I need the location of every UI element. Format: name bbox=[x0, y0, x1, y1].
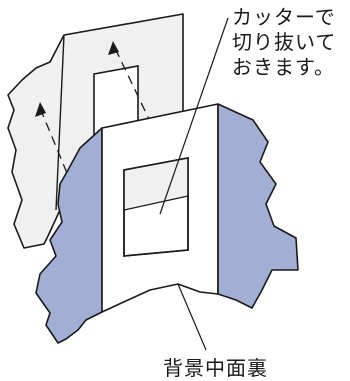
side-panel-right bbox=[217, 103, 299, 309]
arrow-left-head bbox=[35, 102, 46, 117]
front-window-outline bbox=[123, 157, 189, 257]
back-panel bbox=[7, 13, 184, 249]
front-window-inner-divider bbox=[123, 195, 189, 211]
papercraft-diagram bbox=[7, 13, 299, 351]
arrow-right-head bbox=[108, 41, 119, 55]
bottom-callout: 背景中面裏 bbox=[163, 356, 268, 380]
cutter-leader-line bbox=[159, 17, 229, 215]
cutter-callout-line2: 切り抜いて bbox=[232, 30, 337, 54]
cutter-callout: カッターで 切り抜いて おきます。 bbox=[232, 5, 336, 80]
back-panel-fold bbox=[55, 34, 65, 211]
cutter-callout-line3: おきます。 bbox=[232, 55, 335, 79]
side-panel-left bbox=[35, 127, 103, 344]
cutter-callout-line1: カッターで bbox=[232, 5, 336, 29]
front-window-gray-area bbox=[124, 158, 188, 210]
bottom-leader-line bbox=[177, 283, 207, 351]
front-window bbox=[123, 157, 189, 257]
